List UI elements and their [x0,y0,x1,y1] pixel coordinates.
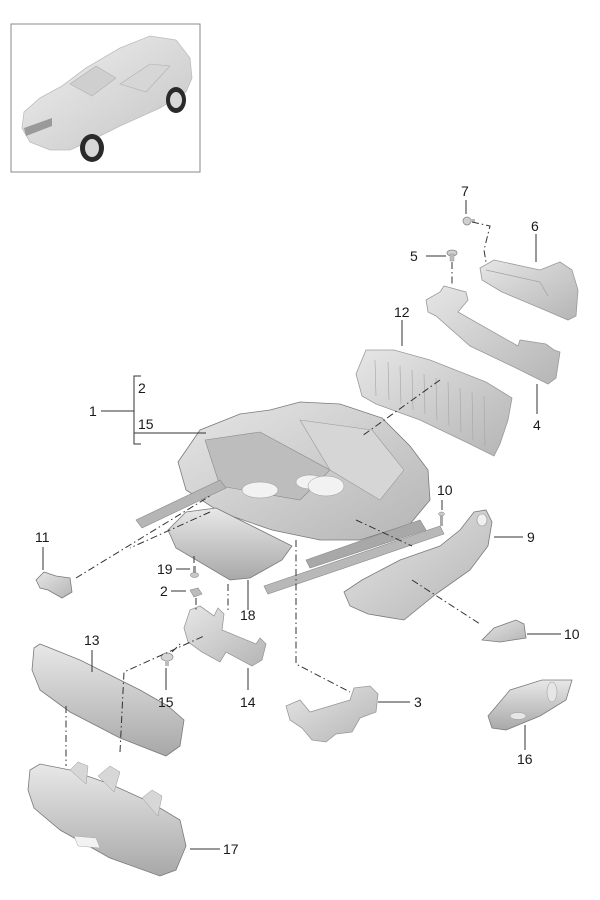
callout-13: 13 [84,632,100,648]
part-1-seat-frame [135,401,445,595]
part-8-side-trim [343,509,493,621]
car-icon [21,35,193,162]
callout-19: 19 [157,561,173,577]
callout-15-top: 15 [138,416,154,432]
part-13-outer-cover [31,643,185,757]
part-17-inner-cover [27,761,187,877]
part-16-switch [487,679,573,731]
vehicle-thumbnail [10,23,201,173]
part-6-cover [479,259,579,321]
part-11-cap [35,571,73,599]
callout-3: 3 [414,694,422,710]
callout-2: 2 [160,583,168,599]
part-19-clip [190,566,199,578]
callout-10: 10 [564,626,580,642]
part-7-screw [462,216,475,226]
assembly-lines [65,221,491,766]
callout-16: 16 [517,751,533,767]
callout-7: 7 [461,183,469,199]
part-9-screw [438,511,445,526]
callout-18: 18 [240,607,256,623]
part-14-bracket [183,605,267,667]
callout-2-top: 2 [138,380,146,396]
callout-14: 14 [240,694,256,710]
callout-12: 12 [394,304,410,320]
callout-labels: 7 6 5 12 2 1 15 4 10 9 11 19 2 18 10 13 … [35,183,580,857]
part-4-bracket [425,285,561,385]
part-10-cap [481,619,527,643]
part-5-bolt [446,249,458,262]
part-3-bracket [285,685,379,743]
part-2-nut [189,587,203,598]
callout-5: 5 [410,248,418,264]
callout-11: 11 [35,529,50,545]
callout-9: 10 [437,482,453,498]
leader-lines [42,200,561,850]
callout-15: 15 [158,694,174,710]
part-12-lamella [355,349,513,457]
callout-4: 4 [533,417,541,433]
callout-8: 9 [527,529,535,545]
callout-6: 6 [531,218,539,234]
callout-1: 1 [89,403,97,419]
callout-17: 17 [223,841,239,857]
